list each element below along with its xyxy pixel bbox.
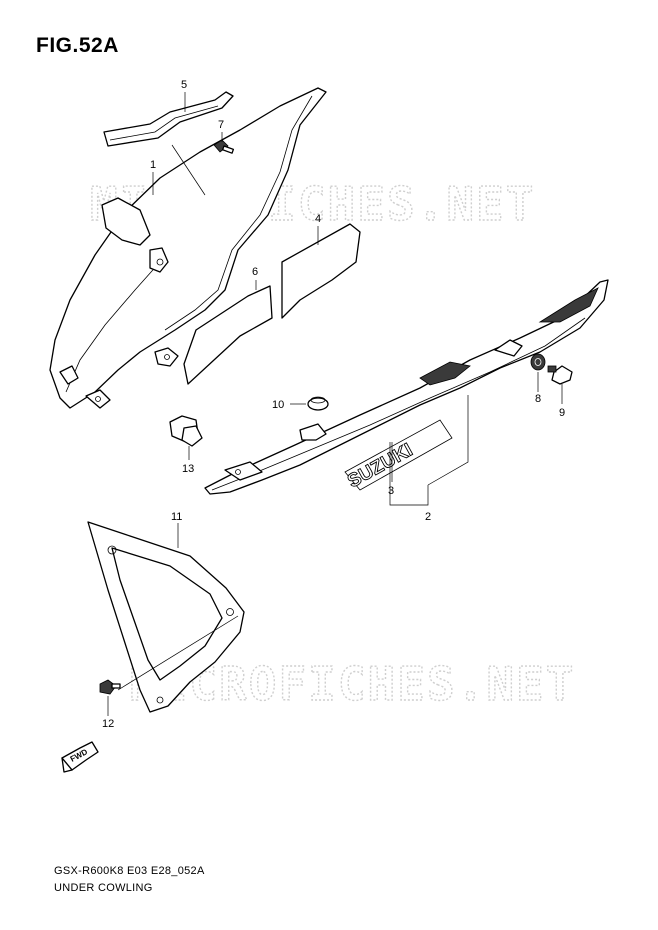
callout-10: 10 bbox=[272, 399, 284, 411]
part-9-bolt bbox=[547, 365, 573, 385]
part-4-pad bbox=[281, 223, 361, 319]
part-10-grommet bbox=[307, 396, 329, 411]
part-8-nut bbox=[530, 353, 546, 371]
callout-4: 4 bbox=[315, 213, 321, 225]
part-11-inner-cover bbox=[87, 521, 245, 713]
part-12-screw bbox=[99, 679, 121, 695]
callout-1: 1 bbox=[150, 159, 156, 171]
callout-13: 13 bbox=[182, 463, 194, 475]
fwd-arrow-icon: FWD bbox=[61, 741, 99, 773]
part-1-left-under-cowling bbox=[49, 87, 327, 409]
callout-9: 9 bbox=[559, 407, 565, 419]
leader-lines bbox=[107, 92, 563, 716]
diagram-code: GSX-R600K8 E03 E28_052A bbox=[54, 865, 205, 877]
callout-5: 5 bbox=[181, 79, 187, 91]
part-13-clip bbox=[169, 415, 203, 447]
callout-8: 8 bbox=[535, 393, 541, 405]
part-6-pad bbox=[183, 285, 273, 385]
callout-7: 7 bbox=[218, 119, 224, 131]
callout-6: 6 bbox=[252, 266, 258, 278]
part-5-bracket bbox=[103, 91, 234, 147]
part-2-right-under-cowling bbox=[204, 279, 609, 495]
diagram-name: UNDER COWLING bbox=[54, 882, 153, 894]
callout-2: 2 bbox=[425, 511, 431, 523]
part-7-screw bbox=[213, 139, 235, 154]
callout-11: 11 bbox=[171, 511, 182, 523]
callout-12: 12 bbox=[102, 718, 114, 730]
figure-title: FIG.52A bbox=[36, 34, 119, 57]
callout-3: 3 bbox=[388, 485, 394, 497]
